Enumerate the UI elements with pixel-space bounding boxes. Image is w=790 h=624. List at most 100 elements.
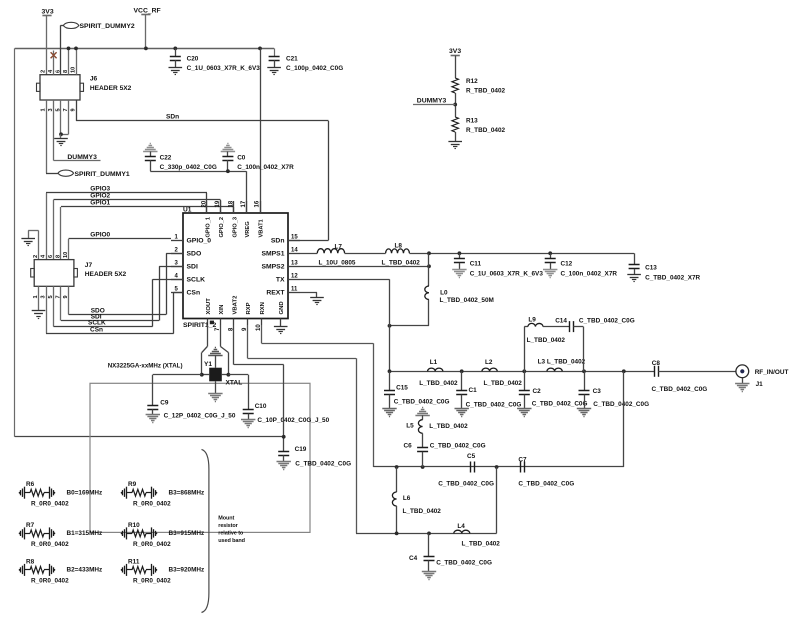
svg-text:SDO: SDO (187, 251, 202, 258)
svg-text:18: 18 (228, 200, 234, 207)
svg-text:J6: J6 (90, 76, 98, 83)
svg-text:L7: L7 (335, 243, 343, 250)
svg-text:4: 4 (48, 69, 54, 73)
svg-text:15: 15 (291, 235, 298, 241)
svg-text:GPIO_2: GPIO_2 (219, 217, 225, 238)
svg-text:10: 10 (70, 67, 76, 73)
svg-text:L0: L0 (440, 290, 448, 297)
svg-text:5: 5 (175, 287, 179, 293)
svg-text:L_TBD_0402: L_TBD_0402 (484, 380, 523, 387)
svg-text:C_TBD_0402_C0G: C_TBD_0402_C0G (579, 318, 635, 325)
svg-text:2: 2 (40, 70, 46, 73)
svg-text:L_TBD_0402: L_TBD_0402 (419, 380, 458, 387)
svg-text:12: 12 (291, 274, 298, 280)
svg-text:DUMMY3: DUMMY3 (417, 98, 447, 105)
svg-text:14: 14 (291, 248, 298, 254)
svg-text:L_10U_0805: L_10U_0805 (319, 259, 356, 266)
svg-text:4: 4 (175, 274, 179, 280)
svg-text:GPIO2: GPIO2 (90, 193, 110, 200)
svg-text:L_TBD_0402: L_TBD_0402 (382, 259, 421, 266)
svg-text:C13: C13 (645, 264, 657, 271)
svg-text:17: 17 (241, 200, 247, 207)
svg-text:RXN: RXN (260, 302, 266, 314)
svg-text:C22: C22 (160, 155, 172, 162)
svg-text:HEADER 5X2: HEADER 5X2 (90, 85, 132, 92)
svg-text:6: 6 (48, 255, 54, 258)
svg-text:3: 3 (48, 108, 54, 111)
svg-text:used band: used band (218, 538, 245, 544)
svg-text:2: 2 (33, 255, 39, 258)
svg-text:8: 8 (228, 327, 234, 331)
svg-text:C_100p_0402_C0G: C_100p_0402_C0G (286, 65, 343, 72)
svg-text:GPIO_1: GPIO_1 (206, 217, 212, 238)
svg-text:R_TBD_0402: R_TBD_0402 (466, 127, 506, 134)
svg-text:C15: C15 (396, 384, 408, 391)
svg-text:GPIO0: GPIO0 (90, 232, 110, 239)
svg-text:REXT: REXT (266, 290, 285, 297)
svg-text:C8: C8 (652, 360, 661, 367)
svg-text:XIN: XIN (219, 305, 225, 315)
svg-text:C_TBD_0402_C0G: C_TBD_0402_C0G (295, 460, 351, 467)
svg-text:B2=433MHz: B2=433MHz (67, 567, 103, 574)
svg-text:L_TBD_0402: L_TBD_0402 (429, 423, 468, 430)
svg-text:9: 9 (242, 327, 248, 331)
svg-text:C_100n_0402_X7R: C_100n_0402_X7R (561, 271, 618, 278)
svg-text:XTAL: XTAL (226, 380, 243, 387)
svg-text:VCC_RF: VCC_RF (134, 8, 161, 15)
svg-text:CSn: CSn (187, 290, 201, 297)
svg-text:C7: C7 (518, 456, 527, 463)
svg-text:L9: L9 (528, 317, 536, 324)
svg-text:C20: C20 (187, 56, 199, 63)
svg-text:6: 6 (55, 70, 61, 73)
svg-text:10: 10 (256, 324, 262, 331)
svg-text:GPIO_0: GPIO_0 (187, 238, 212, 245)
svg-text:L2: L2 (485, 359, 493, 366)
svg-text:L_TBD_0402: L_TBD_0402 (462, 540, 501, 547)
svg-text:C1: C1 (469, 387, 478, 394)
svg-text:C_1U_0603_X7R_K_6V3: C_1U_0603_X7R_K_6V3 (187, 65, 261, 72)
svg-text:C6: C6 (404, 442, 413, 449)
svg-text:L_TBD_0402_50M: L_TBD_0402_50M (440, 297, 494, 304)
svg-text:20: 20 (202, 200, 208, 207)
svg-text:7: 7 (215, 327, 221, 331)
svg-text:B3=915MHz: B3=915MHz (169, 530, 205, 537)
svg-text:1: 1 (175, 235, 179, 241)
svg-text:C_330p_0402_C0G: C_330p_0402_C0G (160, 164, 217, 171)
svg-text:C3: C3 (593, 388, 602, 395)
svg-text:R11: R11 (128, 558, 140, 565)
svg-text:resistor: resistor (218, 523, 238, 529)
svg-text:B1=315MHz: B1=315MHz (67, 530, 103, 537)
svg-text:HEADER 5X2: HEADER 5X2 (85, 271, 127, 278)
svg-text:RXP: RXP (246, 302, 252, 314)
svg-text:3V3: 3V3 (42, 9, 54, 16)
svg-text:1: 1 (40, 108, 46, 111)
svg-text:3: 3 (175, 261, 179, 267)
svg-text:C_TBD_0402_C0G: C_TBD_0402_C0G (652, 386, 708, 393)
svg-text:SDn: SDn (271, 238, 285, 245)
svg-text:R_0R0_0402: R_0R0_0402 (133, 500, 171, 507)
svg-text:16: 16 (255, 200, 261, 207)
svg-text:L_TBD_0402: L_TBD_0402 (527, 337, 566, 344)
svg-text:3: 3 (40, 295, 46, 298)
svg-text:9: 9 (63, 295, 69, 298)
svg-text:5: 5 (55, 108, 61, 111)
svg-text:C2: C2 (533, 388, 542, 395)
svg-text:B3=920MHz: B3=920MHz (169, 567, 205, 574)
svg-text:C_TBD_0402_X7R: C_TBD_0402_X7R (645, 275, 700, 282)
svg-text:Y1: Y1 (204, 361, 212, 368)
svg-text:L6: L6 (403, 495, 411, 502)
svg-text:C9: C9 (160, 399, 169, 406)
svg-text:9: 9 (70, 108, 76, 111)
svg-text:XOUT: XOUT (206, 298, 212, 315)
svg-text:TX: TX (276, 277, 285, 284)
svg-text:L8: L8 (395, 242, 403, 249)
svg-text:R12: R12 (466, 78, 478, 85)
svg-text:L_TBD_0402: L_TBD_0402 (403, 508, 442, 515)
svg-text:C11: C11 (470, 260, 482, 267)
svg-text:SCLK: SCLK (88, 320, 106, 327)
svg-text:11: 11 (291, 287, 298, 293)
svg-text:C0: C0 (237, 155, 246, 162)
svg-text:VBAT2: VBAT2 (232, 295, 238, 315)
svg-text:5: 5 (48, 295, 54, 298)
svg-text:B0=169MHz: B0=169MHz (67, 490, 103, 497)
